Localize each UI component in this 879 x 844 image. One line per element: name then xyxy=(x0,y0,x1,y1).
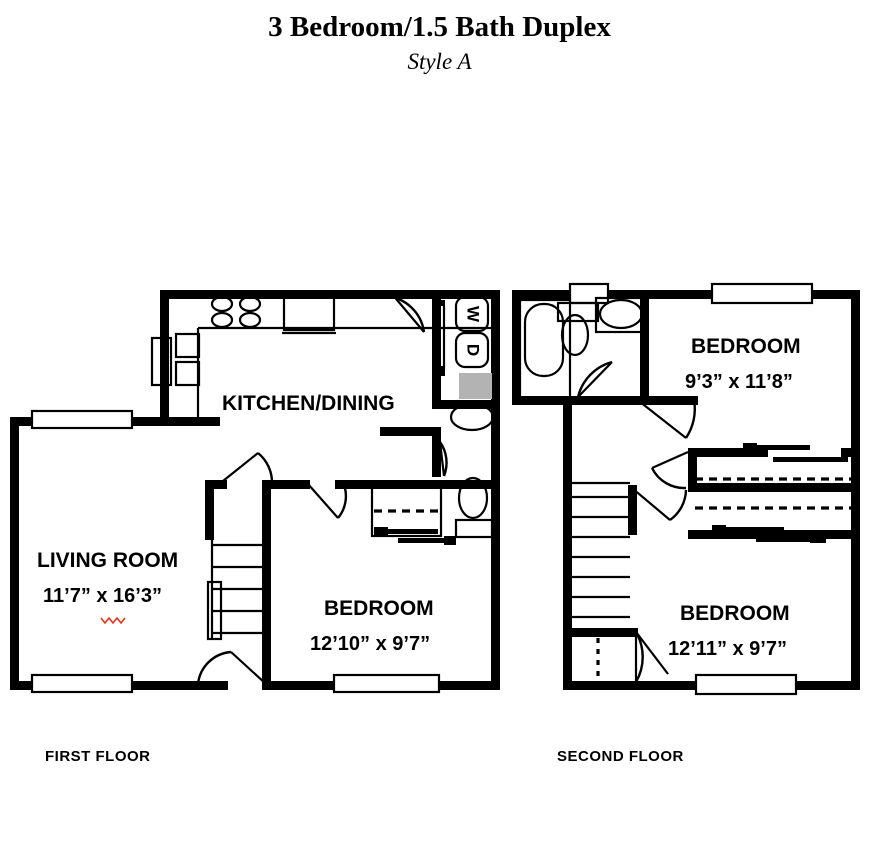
second-floor-plan: BEDROOM 9’3” x 11’8” BEDROOM 12’11” x 9’… xyxy=(512,282,860,696)
door-leaf-bathroom xyxy=(438,441,446,477)
dryer-icon xyxy=(454,331,490,369)
washer-icon xyxy=(454,295,490,333)
refrigerator-icon xyxy=(150,336,173,387)
washer-label: W xyxy=(464,306,483,323)
first-floor-caption: FIRST FLOOR xyxy=(45,748,151,765)
sink-basin-icon xyxy=(594,296,648,334)
second-floor-windows xyxy=(568,282,814,696)
room-dims-bedroom: 12’10” x 9’7” xyxy=(310,633,430,655)
window-bedroom-bottom xyxy=(332,673,441,694)
window-bedroom2-bottom xyxy=(694,673,798,696)
upper-closet xyxy=(695,443,858,481)
door-leaf-bathroom xyxy=(577,361,613,398)
room-label-bedroom: BEDROOM xyxy=(324,597,434,620)
bathtub-icon xyxy=(518,298,572,400)
second-floor-labels: BEDROOM 9’3” x 11’8” BEDROOM 12’11” x 9’… xyxy=(668,335,801,660)
kitchen-sink-icon xyxy=(282,290,336,335)
bedroom-closet xyxy=(370,484,456,545)
door-leaf-bedroom xyxy=(307,483,339,519)
window-living-room-bottom xyxy=(30,673,134,694)
second-floor-doors xyxy=(576,360,696,683)
stove-burners-icon xyxy=(210,295,262,329)
room-label-living-room: LIVING ROOM xyxy=(37,549,178,572)
window-bathroom-top xyxy=(568,282,610,305)
room-label-bedroom-lower: BEDROOM xyxy=(680,602,790,625)
toilet-icon xyxy=(454,476,494,539)
dryer-label: D xyxy=(464,344,483,356)
page-title: 3 Bedroom/1.5 Bath Duplex xyxy=(268,11,611,43)
stair-handrail xyxy=(206,580,223,641)
first-floor-windows xyxy=(30,409,441,694)
second-floor-caption: SECOND FLOOR xyxy=(557,748,684,765)
kitchen-fixtures xyxy=(150,290,491,426)
bathroom-fixtures xyxy=(518,296,648,400)
room-dims-bedroom-upper: 9’3” x 11’8” xyxy=(685,371,793,393)
cabinet-upper-icon xyxy=(174,332,201,359)
vanity-counter-icon xyxy=(556,301,600,323)
toilet-icon xyxy=(560,313,590,357)
vanity-sink-icon xyxy=(449,402,495,432)
door-leaf-closet-upper xyxy=(651,450,689,470)
room-dims-bedroom-lower: 12’11” x 9’7” xyxy=(668,638,787,660)
door-swing-kitchen xyxy=(385,294,426,333)
door-leaf-closet-lower xyxy=(631,487,671,521)
staircase-second-floor xyxy=(572,481,638,682)
lower-closet xyxy=(695,506,858,543)
title-block: 3 Bedroom/1.5 Bath Duplex Style A xyxy=(0,10,879,76)
laundry-closet: W D xyxy=(437,295,492,399)
room-dims-living-room: 11’7” x 16’3” xyxy=(43,585,162,607)
door-leaf-entry xyxy=(230,651,267,685)
half-bath-fixtures xyxy=(449,402,495,539)
door-leaf-hall xyxy=(217,452,259,486)
first-floor-labels: KITCHEN/DINING LIVING ROOM 11’7” x 16’3”… xyxy=(37,392,434,655)
staircase-first-floor xyxy=(206,540,266,641)
cabinet-lower-icon xyxy=(174,360,201,387)
window-living-room-top xyxy=(30,409,134,430)
spellcheck-squiggle xyxy=(100,616,126,625)
door-leaf-bedroom1 xyxy=(634,397,687,439)
room-label-bedroom-upper: BEDROOM xyxy=(691,335,801,358)
window-bedroom1-top xyxy=(710,282,814,305)
first-floor-doors xyxy=(196,293,448,685)
page-subtitle: Style A xyxy=(407,49,472,74)
first-floor-walls xyxy=(10,290,500,690)
first-floor-plan: W D xyxy=(10,290,500,694)
room-label-kitchen-dining: KITCHEN/DINING xyxy=(222,392,395,415)
utility-block xyxy=(459,373,492,399)
